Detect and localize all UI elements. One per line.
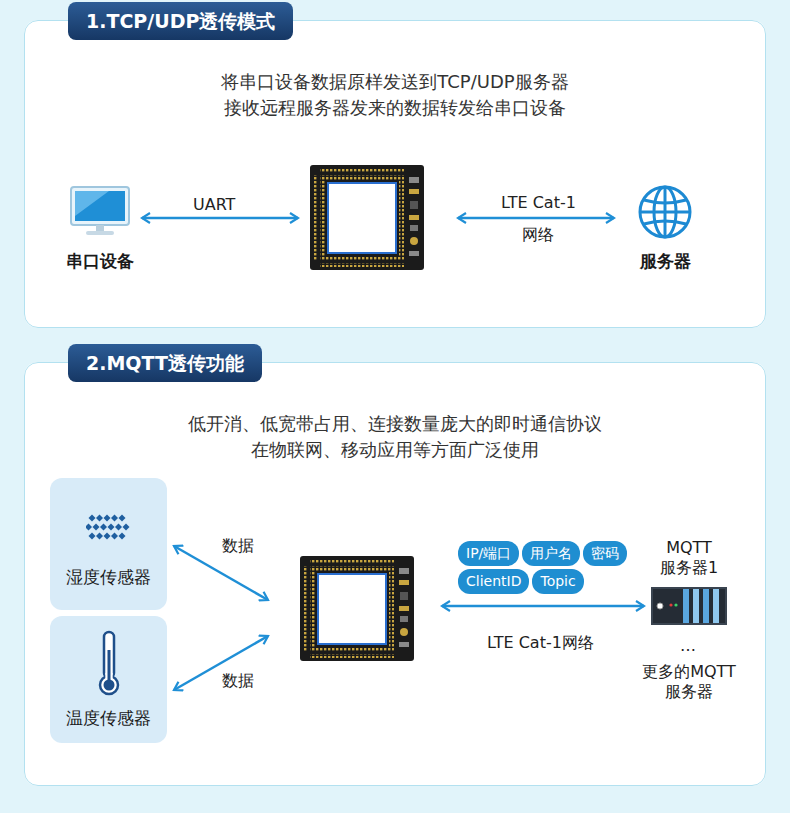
module-chip — [300, 556, 414, 661]
module-chip — [310, 165, 424, 270]
icon-rect — [86, 231, 114, 235]
monitor-icon — [69, 186, 131, 236]
arrow-label: 网络 — [522, 225, 554, 245]
device-node: MQTT 服务器1 — [646, 538, 732, 628]
icon-polygon — [96, 515, 103, 522]
arrow-label: 更多的MQTT 服务器 — [633, 662, 745, 702]
panel-description: 低开消、低宽带占用、连接数量庞大的即时通信协议 在物联网、移动应用等方面广泛使用 — [160, 411, 630, 463]
icon-circle — [657, 603, 663, 609]
icon-polygon — [86, 524, 92, 531]
arrow-group — [142, 218, 644, 690]
icon-rect — [703, 589, 709, 623]
globe-icon — [637, 184, 693, 240]
arrow-label: LTE Cat-1网络 — [487, 633, 594, 653]
section-tab: 1.TCP/UDP透传模式 — [68, 2, 293, 40]
icon-svg — [651, 587, 727, 625]
icon-path — [644, 200, 686, 203]
icon-rect — [75, 191, 125, 221]
sensor-box: 湿度传感器 — [50, 478, 167, 610]
pill-text: Topic — [540, 573, 575, 589]
device-label: 服务器 — [630, 250, 700, 272]
icon-rect — [653, 589, 725, 623]
icon-rect — [96, 225, 104, 231]
pill-text: ClientID — [466, 573, 521, 589]
icon-g — [640, 187, 690, 237]
sensor-label: 湿度传感器 — [50, 566, 167, 588]
device-label: 串口设备 — [58, 250, 142, 272]
arrow-label: 数据 — [222, 536, 254, 556]
icon-rect — [683, 589, 689, 623]
param-pill: Topic — [532, 569, 583, 594]
data-arrow — [174, 636, 268, 690]
icon-polygon — [118, 515, 125, 522]
device-node: 串口设备 — [58, 184, 142, 274]
lte-arrow — [442, 605, 644, 608]
icon-polygon — [92, 524, 99, 531]
icon-polygon — [88, 533, 95, 540]
icon-polygon — [118, 533, 125, 540]
icon-line — [640, 211, 690, 214]
sensor-box: 温度传感器 — [50, 616, 167, 743]
lte-arrow — [458, 217, 614, 220]
icon-svg — [69, 186, 131, 236]
param-pill: 密码 — [583, 541, 627, 566]
panel-fill — [24, 362, 766, 786]
arrow-label: LTE Cat-1 — [501, 193, 576, 213]
feature-panel: 将串口设备数据原样发送到TCP/UDP服务器 接收远程服务器发来的数据转发给串口… — [24, 20, 766, 328]
icon-polygon — [111, 533, 118, 540]
panel-description: 将串口设备数据原样发送到TCP/UDP服务器 接收远程服务器发来的数据转发给串口… — [175, 69, 615, 121]
icon-svg — [637, 184, 693, 240]
icon-svg — [97, 630, 121, 696]
sensor-label: 温度传感器 — [50, 707, 167, 729]
rack-icon — [651, 587, 727, 625]
icon-polygon — [107, 524, 114, 531]
icon-rect — [713, 589, 719, 623]
icon-circle — [103, 680, 114, 691]
section-tab: 2.MQTT透传功能 — [68, 344, 262, 382]
icon-polygon — [96, 533, 103, 540]
icon-path — [644, 221, 686, 224]
param-pill: 用户名 — [522, 541, 580, 566]
pill-text: 用户名 — [530, 545, 572, 561]
icon-polygon — [75, 191, 109, 216]
pill-text: 密码 — [591, 545, 619, 561]
arrow-label: … — [680, 636, 696, 656]
icon-rect — [107, 650, 110, 684]
device-node: 服务器 — [630, 184, 700, 274]
tab-title: 1.TCP/UDP透传模式 — [86, 10, 275, 32]
tab-title: 2.MQTT透传功能 — [86, 352, 244, 374]
icon-polygon — [103, 533, 110, 540]
icon-rect — [71, 187, 129, 225]
icon-polygon — [115, 524, 122, 531]
arrow-label: UART — [193, 195, 235, 215]
pill-text: IP/端口 — [466, 545, 511, 561]
feature-panel: 低开消、低宽带占用、连接数量庞大的即时通信协议 在物联网、移动应用等方面广泛使用… — [24, 362, 766, 786]
device-label: MQTT 服务器1 — [646, 538, 732, 578]
param-pill: ClientID — [458, 569, 529, 594]
icon-svg — [86, 514, 132, 540]
arrow-label: 数据 — [222, 671, 254, 691]
thermo-icon — [97, 630, 121, 696]
icon-polygon — [88, 515, 95, 522]
icon-polygon — [100, 524, 107, 531]
panel-fill — [24, 20, 766, 328]
uart-arrow — [142, 217, 298, 220]
param-pill: IP/端口 — [458, 541, 519, 566]
icon-rect — [651, 587, 727, 625]
icon-polygon — [103, 515, 110, 522]
icon-circle — [640, 187, 690, 237]
icon-circle — [669, 603, 672, 606]
icon-polygon — [122, 524, 129, 531]
humid-icon — [86, 514, 132, 540]
icon-polygon — [111, 515, 118, 522]
icon-circle — [674, 603, 677, 606]
icon-rect — [693, 589, 699, 623]
